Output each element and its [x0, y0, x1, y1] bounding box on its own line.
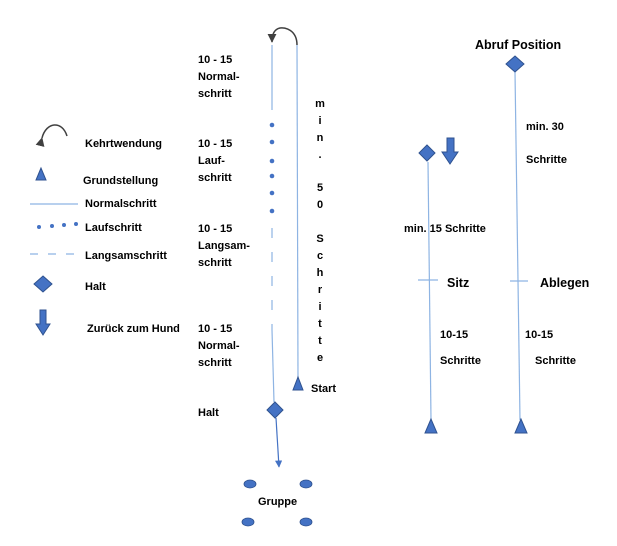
down-arrow-legend-icon	[35, 309, 51, 336]
seg3-type-a: Langsam-	[198, 240, 250, 252]
back-to-dog-arrow-icon	[441, 137, 459, 165]
course-halt-label: Halt	[198, 407, 219, 419]
vertical-char: i	[318, 115, 322, 127]
arrow-to-group	[275, 417, 283, 468]
seg2-type-b: schritt	[198, 172, 232, 184]
sitz-line	[427, 161, 432, 421]
sitz-count-label: 10-15	[440, 329, 469, 341]
vertical-char: .	[318, 149, 322, 161]
run-step-dots	[269, 122, 275, 214]
legend-normalschritt-label: Normalschritt	[85, 198, 157, 210]
seg3-type-b: schritt	[198, 257, 232, 269]
vertical-char: 5	[316, 182, 324, 194]
seg4-type-b: schritt	[198, 357, 232, 369]
sitz-label: Sitz	[447, 276, 470, 290]
seg1-type-b: schritt	[198, 88, 232, 100]
vertical-char: h	[316, 267, 324, 279]
abruf-line	[514, 71, 521, 421]
halt-diamond-icon	[266, 401, 284, 419]
vertical-char: S	[316, 233, 324, 245]
abruf-min30-label: min. 30	[526, 121, 564, 133]
vertical-char: r	[317, 284, 323, 296]
legend-zurueck-label: Zurück zum Hund	[87, 323, 180, 335]
seg3-count: 10 - 15	[198, 223, 233, 235]
start-triangle-icon	[292, 375, 304, 391]
start-label: Start	[311, 383, 337, 395]
seg1-count: 10 - 15	[198, 54, 233, 66]
seg2-type-a: Lauf-	[198, 155, 225, 167]
u-turn-icon	[267, 27, 298, 46]
seg4-count: 10 - 15	[198, 323, 233, 335]
legend-kehrtwendung-label: Kehrtwendung	[85, 138, 162, 150]
legend-langsamschritt-label: Langsamschritt	[85, 250, 167, 262]
vertical-char: e	[316, 352, 324, 364]
sitz-schritte-label: Schritte	[440, 355, 481, 367]
diamond-legend-icon	[33, 275, 53, 293]
u-turn-legend-icon	[35, 124, 68, 147]
sitz-triangle-icon	[424, 417, 438, 434]
sitz-min15-label: min. 15 Schritte	[404, 223, 486, 235]
abruf-position-title: Abruf Position	[475, 38, 562, 52]
seg4-type-a: Normal-	[198, 340, 240, 352]
ablegen-label: Ablegen	[540, 276, 590, 290]
return-path-line	[296, 44, 299, 379]
group-ellipses	[241, 479, 313, 527]
ablegen-triangle-icon	[514, 417, 528, 434]
legend-grundstellung-label: Grundstellung	[83, 175, 159, 187]
vertical-char: t	[318, 318, 322, 330]
ablegen-count-label: 10-15	[525, 329, 554, 341]
triangle-legend-icon	[35, 166, 47, 181]
vertical-char: c	[316, 250, 324, 262]
legend-laufschritt-label: Laufschritt	[85, 222, 142, 234]
seg2-count: 10 - 15	[198, 138, 233, 150]
vertical-char: 0	[316, 199, 324, 211]
run-step-legend-dots	[37, 222, 78, 229]
gruppe-label: Gruppe	[258, 496, 298, 508]
vertical-char: t	[318, 335, 322, 347]
sitz-diamond-icon	[418, 144, 436, 162]
seg1-type-a: Normal-	[198, 71, 240, 83]
abruf-diamond-icon	[505, 55, 525, 73]
vertical-char: n	[316, 132, 324, 144]
legend-halt-label: Halt	[85, 281, 106, 293]
vertical-char: i	[318, 301, 322, 313]
ablegen-schritte-label: Schritte	[535, 355, 576, 367]
abruf-schritte-label: Schritte	[526, 154, 567, 166]
normal-step-segment-2	[271, 329, 275, 403]
vertical-char: m	[315, 98, 325, 110]
